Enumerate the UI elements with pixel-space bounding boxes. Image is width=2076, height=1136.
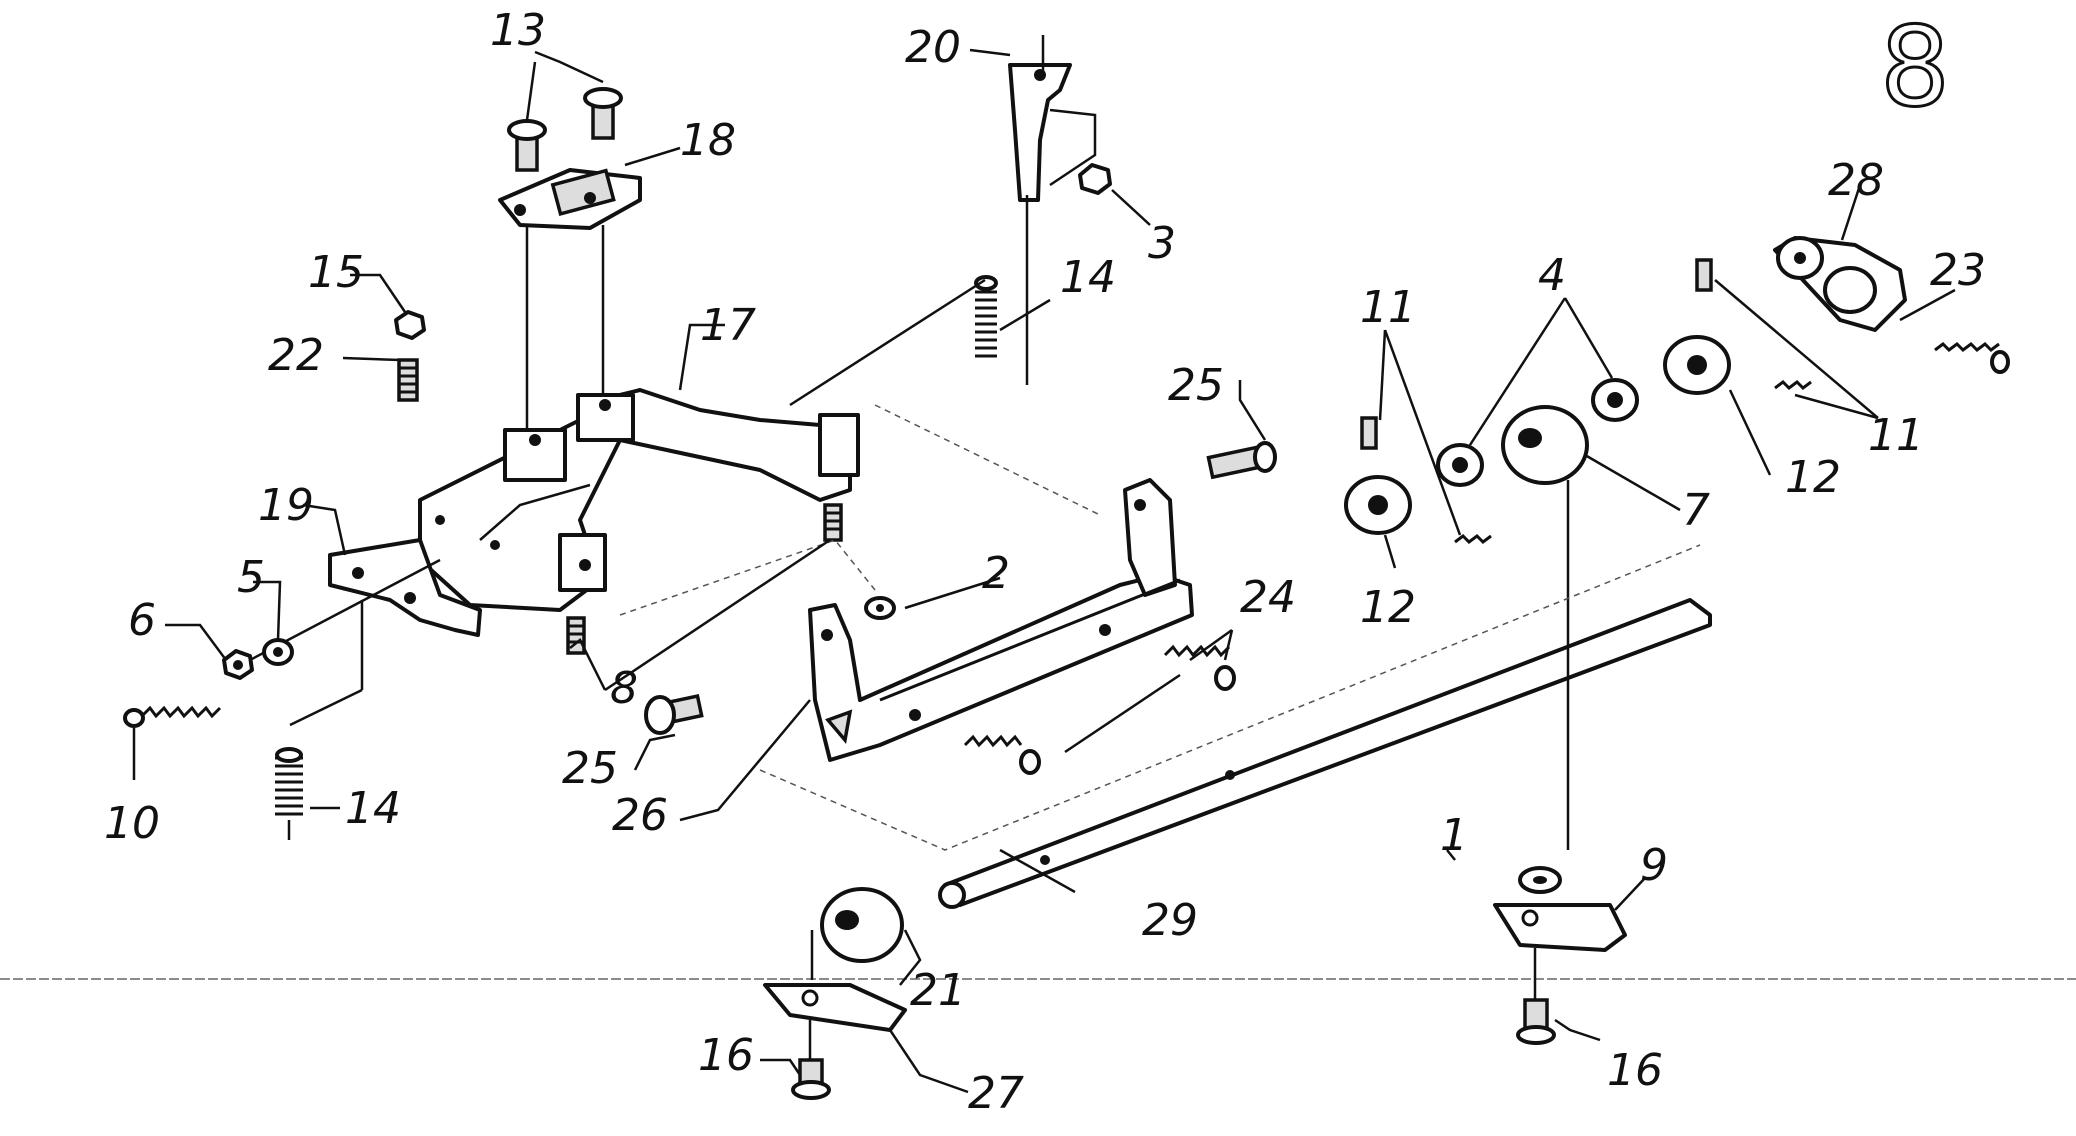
- label-6: 6: [128, 595, 156, 646]
- part-21-ball: [820, 887, 904, 963]
- label-14-top: 14: [1060, 252, 1116, 303]
- label-28: 28: [1828, 155, 1884, 206]
- part-26-bracket: [808, 478, 1194, 762]
- part-22-setscrew: [397, 358, 419, 402]
- part-5-washer: [262, 638, 294, 666]
- part-15-nut: [394, 310, 426, 340]
- label-13: 13: [490, 5, 546, 56]
- label-12-right: 12: [1785, 452, 1841, 503]
- label-10: 10: [104, 798, 160, 849]
- label-24: 24: [1240, 572, 1296, 623]
- part-1-washer: [1518, 866, 1562, 894]
- part-6-nut: [222, 649, 254, 680]
- guide-line: [874, 404, 1101, 516]
- label-8: 8: [610, 663, 638, 714]
- part-7-ball: [1501, 405, 1589, 485]
- part-3-nut: [1078, 163, 1112, 195]
- assembly-line: [289, 688, 363, 727]
- part-25-pins: [644, 441, 1277, 735]
- part-12-collar-right: [1663, 335, 1731, 395]
- label-9: 9: [1640, 840, 1668, 891]
- part-10-screw: [123, 705, 222, 728]
- guide-line: [619, 539, 876, 616]
- label-22: 22: [268, 330, 324, 381]
- label-23: 23: [1930, 245, 1986, 296]
- part-13-screws: [507, 87, 623, 172]
- part-27-plate: [763, 983, 907, 1032]
- label-25-bottom: 25: [562, 743, 618, 794]
- label-11-right: 11: [1868, 410, 1924, 461]
- assembly-line: [789, 278, 986, 407]
- label-18: 18: [680, 115, 736, 166]
- part-28-block: [1773, 236, 1907, 332]
- label-16-right: 16: [1607, 1045, 1663, 1096]
- leader-lines: [132, 48, 1956, 1094]
- part-17-main-frame: [418, 388, 860, 612]
- part-12-collar-left: [1344, 475, 1412, 535]
- label-15: 15: [308, 247, 364, 298]
- part-20-link: [1008, 35, 1097, 202]
- label-12-left: 12: [1360, 582, 1416, 633]
- part-11-setscrews: [1360, 258, 1812, 544]
- label-21: 21: [910, 965, 966, 1016]
- label-19: 19: [258, 480, 314, 531]
- part-9-plate: [1493, 903, 1627, 952]
- label-16-left: 16: [698, 1030, 754, 1081]
- part-14-spring-left: [275, 747, 303, 840]
- label-5: 5: [237, 552, 265, 603]
- part-2-washer: [864, 596, 896, 620]
- label-17: 17: [700, 300, 756, 351]
- part-23-screw: [1934, 342, 2010, 374]
- page-number: 8: [1880, 3, 1950, 131]
- label-20: 20: [905, 22, 961, 73]
- part-29-shaft: [938, 598, 1712, 909]
- label-3: 3: [1148, 218, 1176, 269]
- guide-line: [759, 544, 1701, 851]
- part-4-washers: [1436, 378, 1639, 487]
- part-16-screw-right: [1516, 998, 1556, 1045]
- part-18-top-bracket: [498, 168, 642, 230]
- part-24-screws: [963, 644, 1236, 775]
- label-14-bottom: 14: [345, 783, 401, 834]
- label-25-top: 25: [1168, 360, 1224, 411]
- label-26: 26: [612, 790, 668, 841]
- label-27: 27: [968, 1068, 1024, 1119]
- label-7: 7: [1682, 485, 1710, 536]
- label-4: 4: [1538, 250, 1566, 301]
- part-14-spring-right: [974, 275, 998, 358]
- label-11-left: 11: [1360, 282, 1416, 333]
- label-29: 29: [1142, 895, 1198, 946]
- label-2: 2: [982, 548, 1010, 599]
- part-19-lever: [328, 538, 482, 637]
- part-8-setscrews: [566, 503, 843, 655]
- label-1: 1: [1440, 810, 1468, 861]
- part-16-screw-left: [791, 1058, 831, 1100]
